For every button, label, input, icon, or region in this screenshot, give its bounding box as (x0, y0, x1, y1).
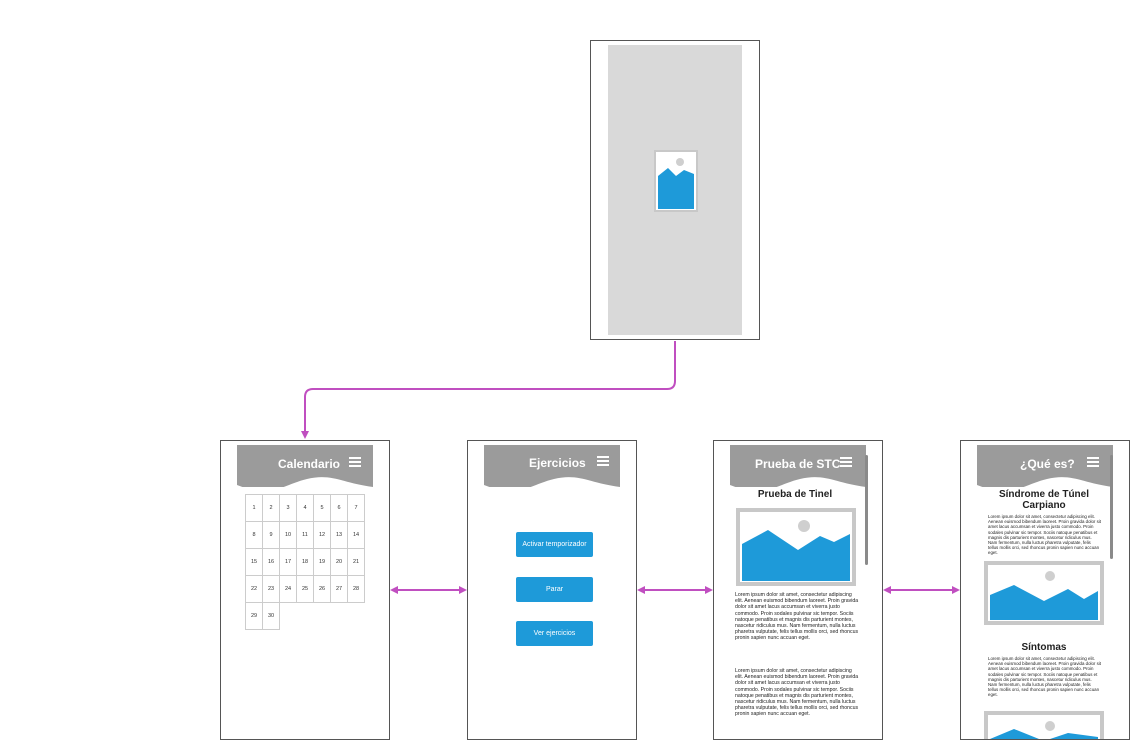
scrollbar[interactable] (1110, 455, 1113, 559)
image-placeholder-icon (654, 150, 698, 212)
section-heading: Síndrome de Túnel Carpiano (998, 489, 1089, 511)
image-placeholder-icon (984, 561, 1104, 625)
what-is-screen: ¿Qué es? Síndrome de Túnel Carpiano Lore… (960, 440, 1130, 740)
page-title: Prueba de STC (755, 457, 841, 471)
flow-arrow-splash-to-calendar (301, 341, 676, 439)
hamburger-menu-icon[interactable] (349, 457, 361, 467)
hamburger-menu-icon[interactable] (597, 456, 609, 466)
calendar-day-cell[interactable]: 28 (347, 575, 365, 603)
calendar-day-cell[interactable]: 24 (279, 575, 297, 603)
section-heading: Prueba de Tinel (757, 489, 833, 500)
stc-test-screen: Prueba de STC Prueba de Tinel Lorem ipsu… (713, 440, 883, 740)
header-banner (977, 445, 1113, 487)
section-heading: Síntomas (1021, 642, 1067, 653)
header-banner (484, 445, 620, 487)
scrollbar[interactable] (865, 455, 868, 565)
body-text: Lorem ipsum dolor sit amet, consectetur … (988, 656, 1102, 698)
exercises-screen: Ejercicios Activar temporizador Parar Ve… (467, 440, 637, 740)
body-text: Lorem ipsum dolor sit amet, consectetur … (988, 514, 1102, 556)
page-title: Ejercicios (529, 456, 586, 470)
hamburger-menu-icon[interactable] (840, 457, 852, 467)
start-timer-button[interactable]: Activar temporizador (516, 532, 593, 557)
view-exercises-button[interactable]: Ver ejercicios (516, 621, 593, 646)
image-placeholder-icon (736, 508, 856, 586)
image-placeholder-icon (984, 711, 1104, 739)
header-banner (730, 445, 866, 487)
header-banner (237, 445, 373, 487)
splash-screen (590, 40, 760, 340)
calendar-day-cell[interactable]: 30 (262, 602, 280, 630)
body-text: Lorem ipsum dolor sit amet, consectetur … (735, 592, 859, 642)
page-title: Calendario (278, 457, 341, 471)
body-text: Lorem ipsum dolor sit amet, consectetur … (735, 668, 859, 718)
hamburger-menu-icon[interactable] (1087, 457, 1099, 467)
page-title: ¿Qué es? (1020, 457, 1075, 471)
calendar-day-cell[interactable]: 7 (347, 494, 365, 522)
calendar-day-cell[interactable]: 14 (347, 521, 365, 549)
stop-button[interactable]: Parar (516, 577, 593, 602)
